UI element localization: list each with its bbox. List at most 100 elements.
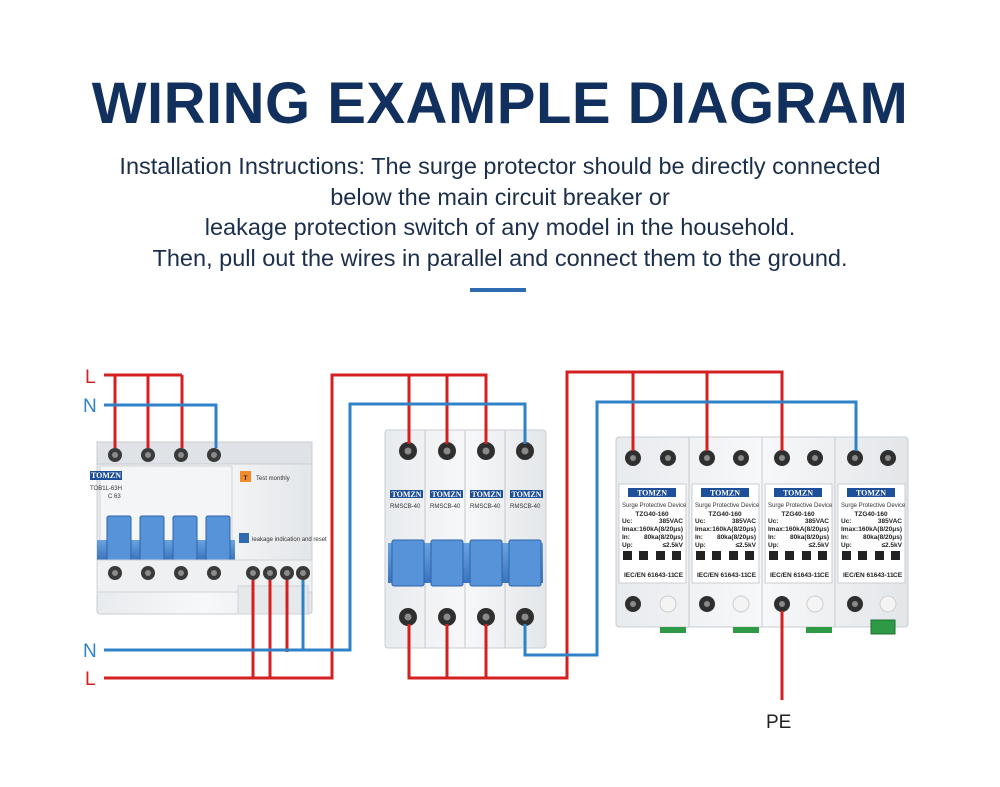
spd2-uc-value: 385VAC [659,518,683,525]
live-wire-link [407,370,784,680]
spd2-up-label: Up: [768,542,779,549]
spd1-brand: TOMZN [511,490,541,499]
remote-signal-indicator [733,627,759,633]
spd1-toggle [508,539,542,587]
spd2-label-panel: TOMZN Surge Protective Device TZG40-160 … [618,483,687,584]
live-label-top: L [85,367,96,388]
spd2-in-label: In: [695,534,703,541]
instruction-line: leakage protection switch of any model i… [204,214,796,240]
spd2-up-value: ≤2.5kV [808,542,829,549]
spd2-device-label: Surge Protective Device [622,503,687,509]
spd2-top-terminals [625,450,896,466]
rcbo-brand-plate [90,471,122,480]
spd2-uc-value: 385VAC [878,518,902,525]
spd1-model: RMSCB-40 [390,504,421,510]
rcbo-model: TOB1L-63H [90,486,122,492]
spd1-bottom-terminals [399,608,534,626]
spd2-mark: CE [674,572,684,579]
rcbo-indicator [239,533,249,543]
spd2-uc-label: Uc: [841,518,851,525]
spd2-uc-label: Uc: [622,518,632,525]
remote-signal-terminal [870,619,896,635]
status-window [879,595,897,613]
spd2-imax-label: Imax: [695,526,712,533]
instruction-line: below the main circuit breaker or [330,183,670,210]
spd2-in-label: In: [768,534,776,541]
rcbo-test-button [240,471,251,482]
rcbo-brand: TOMZN [91,471,121,480]
rcbo-right-foot [237,585,309,615]
spd1-brand: TOMZN [471,490,501,499]
spd2-imax-label: Imax: [768,526,785,533]
rcbo-toggle [205,515,231,561]
spd2-in-value: 80ka(8/20μs) [863,534,902,541]
spd2-standard: IEC/EN 61643-11 [770,572,821,579]
spd1-brand: TOMZN [431,490,461,499]
main-rcbo-breaker: TOMZN TOB1L-63H C 63 T Test monthly leak… [90,441,327,615]
spd2-imax-value: 160kA(8/20μs) [639,526,683,533]
rcbo-toggle [106,515,132,561]
rcbo-top-terminals [108,448,221,462]
neutral-wire-spd1 [303,402,527,652]
instruction-line: Then, pull out the wires in parallel and… [152,244,848,271]
rcbo-toggle [172,515,198,561]
spd2-mark: CE [893,572,903,579]
spd2-in-label: In: [622,534,630,541]
spd2-standard: IEC/EN 61643-11 [697,572,748,579]
spd2-uc-label: Uc: [768,518,778,525]
installation-instructions: Installation Instructions: The surge pro… [0,151,1000,273]
spd2-standard: IEC/EN 61643-11 [624,572,675,579]
spd1-toggle [391,539,425,587]
spd2-up-label: Up: [695,542,706,549]
live-wire-output [104,373,488,680]
spd2-uc-label: Uc: [695,518,705,525]
neutral-wire-link [523,400,858,657]
rcbo-bottom-terminals [108,566,310,580]
spd2-label-panel: TOMZN Surge Protective Device TZG40-160 … [764,483,833,584]
spd2-brand: TOMZN [856,489,886,498]
spd2-uc-value: 385VAC [805,518,829,525]
remote-signal-indicator [660,627,686,633]
spd2-up-value: ≤2.5kV [881,542,902,549]
spd2-in-value: 80ka(8/20μs) [644,534,683,541]
spd1-model: RMSCB-40 [510,504,541,510]
neutral-wire-input [104,403,218,448]
spd-type2-module: TOMZN Surge Protective Device TZG40-160 … [615,436,909,635]
live-wires [104,370,784,700]
spd2-mark: CE [820,572,830,579]
spd2-label-panel: TOMZN Surge Protective Device TZG40-160 … [837,483,906,584]
spd2-device-label: Surge Protective Device [841,503,906,509]
spd2-mark: CE [747,572,757,579]
neutral-label-top: N [83,396,97,417]
earth-label: PE [766,712,791,733]
spd1-model: RMSCB-40 [470,504,501,510]
spd1-model: RMSCB-40 [430,504,461,510]
spd2-brand: TOMZN [710,489,740,498]
neutral-label-bottom: N [83,641,97,662]
spd2-model: TZG40-160 [781,511,815,518]
spd2-imax-value: 160kA(8/20μs) [785,526,829,533]
spd2-brand: TOMZN [783,489,813,498]
live-label-bottom: L [85,669,96,690]
spd2-standard: IEC/EN 61643-11 [843,572,894,579]
status-window [732,595,750,613]
spd2-device-label: Surge Protective Device [695,503,760,509]
spd2-device-label: Surge Protective Device [768,503,833,509]
spd1-toggle [430,539,464,587]
spd1-brand: TOMZN [391,490,421,499]
rcbo-test-button-label: T [244,475,248,482]
rcbo-toggle [139,515,165,561]
spd2-in-value: 80ka(8/20μs) [790,534,829,541]
spd2-up-label: Up: [841,542,852,549]
spd2-model: TZG40-160 [854,511,888,518]
spd2-up-value: ≤2.5kV [735,542,756,549]
spd2-imax-label: Imax: [841,526,858,533]
remote-signal-indicator [806,627,832,633]
spd2-in-label: In: [841,534,849,541]
spd2-model: TZG40-160 [635,511,669,518]
neutral-wires [104,400,858,657]
spd1-labels: TOMZN TOMZN TOMZN TOMZN RMSCB-40 RMSCB-4… [390,490,543,510]
spd2-model: TZG40-160 [708,511,742,518]
status-window [806,595,824,613]
